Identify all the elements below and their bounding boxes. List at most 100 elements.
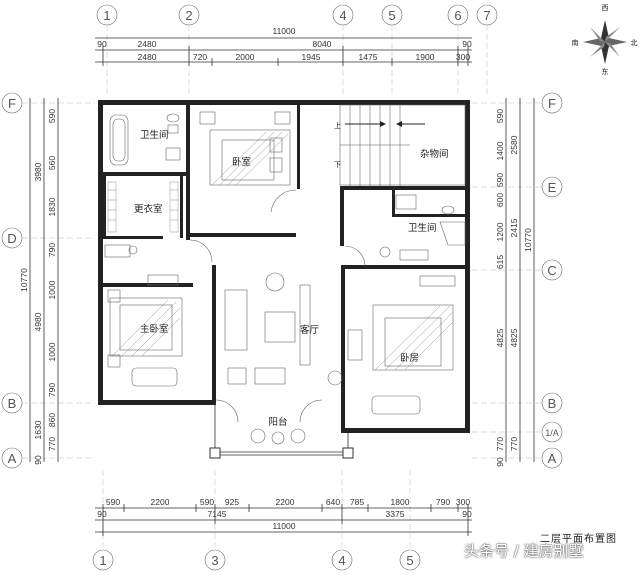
compass-rose: 西 东 南 北 bbox=[572, 4, 638, 76]
axis-label-1A-right: 1/A bbox=[545, 428, 559, 438]
stair-up-label: 上 bbox=[334, 121, 341, 130]
dim-left-inner-4: 1000 bbox=[47, 280, 57, 299]
room-label-bath-right: 卫生间 bbox=[408, 222, 437, 234]
dim-right-inner-0: 590 bbox=[495, 109, 505, 123]
compass-west: 西 bbox=[602, 4, 609, 12]
dim-right-inner-6: 4825 bbox=[495, 328, 505, 347]
dim-left-inner-7: 860 bbox=[47, 413, 57, 427]
balcony-chair-icon bbox=[250, 428, 266, 444]
room-label-bedroom-right: 卧房 bbox=[400, 352, 419, 364]
dim-bot1-4: 2200 bbox=[276, 497, 295, 507]
axis-label-B-left: B bbox=[8, 396, 17, 411]
dim-top2-0: 2480 bbox=[138, 52, 157, 62]
dim-bot1-7: 1800 bbox=[391, 497, 410, 507]
stair-down-label: 下 bbox=[334, 161, 341, 169]
dim-left-outer-0: 3980 bbox=[33, 162, 43, 181]
bed-icon-master bbox=[109, 297, 183, 357]
dim-left-inner-3: 790 bbox=[47, 243, 57, 257]
axis-label-1-top: 1 bbox=[103, 8, 110, 23]
axis-label-D-left: D bbox=[7, 231, 16, 246]
dim-left-inner-8: 1630 bbox=[33, 420, 43, 439]
dim-bot1-8: 790 bbox=[436, 497, 450, 507]
dim-left-inner-10: 90 bbox=[33, 455, 43, 465]
compass-east: 东 bbox=[602, 67, 609, 76]
top-axis-markers: 1 2 4 5 6 7 bbox=[96, 4, 498, 26]
right-dimensions: 590 1400 590 600 1200 615 4825 770 90 25… bbox=[495, 98, 535, 467]
room-label-balcony: 阳台 bbox=[268, 416, 287, 428]
compass-south: 南 bbox=[572, 38, 579, 47]
bottom-dimensions: 590 2200 590 925 2200 640 785 1800 790 3… bbox=[95, 497, 472, 536]
right-axis-markers: F E C B 1/A A bbox=[541, 92, 563, 469]
drawing-title: 二层平面布置图 bbox=[540, 534, 617, 545]
fixtures bbox=[104, 111, 466, 445]
axis-label-3-bottom: 3 bbox=[211, 553, 218, 568]
dim-top1-3: 90 bbox=[462, 39, 472, 49]
coffee-table-icon bbox=[264, 311, 296, 343]
dim-right-inner-5: 615 bbox=[495, 255, 505, 269]
compass-north: 北 bbox=[631, 39, 638, 47]
bed-icon-right bbox=[372, 304, 454, 371]
sink-icon-right bbox=[395, 194, 417, 210]
dim-top1-0: 90 bbox=[97, 39, 107, 49]
dim-bot1-9: 300 bbox=[456, 497, 470, 507]
dim-top2-4: 1475 bbox=[359, 52, 378, 62]
room-label-bath-top: 卫生间 bbox=[140, 129, 169, 141]
axis-label-F-right: F bbox=[548, 96, 556, 111]
dim-right-outer-3: 770 bbox=[509, 437, 519, 451]
axis-label-2-top: 2 bbox=[185, 8, 192, 23]
bed-icon-top bbox=[209, 129, 291, 186]
dim-overall-width-bottom: 11000 bbox=[272, 521, 295, 531]
room-label-bedroom-top: 卧室 bbox=[232, 156, 251, 168]
dim-bot1-6: 785 bbox=[350, 497, 364, 507]
shower-icon bbox=[439, 221, 466, 246]
dim-top1-2: 8040 bbox=[313, 39, 332, 49]
axis-label-5-top: 5 bbox=[388, 8, 395, 23]
dim-right-outer-0: 2580 bbox=[509, 135, 519, 154]
dim-bot2-3: 90 bbox=[462, 509, 472, 519]
dim-bot1-0: 590 bbox=[106, 497, 120, 507]
dim-bot1-1: 2200 bbox=[151, 497, 170, 507]
dim-top2-2: 2000 bbox=[236, 52, 255, 62]
dim-left-inner-2: 1830 bbox=[47, 197, 57, 216]
dim-overall-width-top: 11000 bbox=[272, 26, 295, 36]
dim-right-outer-2: 4825 bbox=[509, 328, 519, 347]
dim-top2-6: 300 bbox=[456, 52, 470, 62]
dim-right-inner-8: 90 bbox=[495, 457, 505, 467]
room-label-living: 客厅 bbox=[300, 324, 320, 336]
toilet-icon bbox=[166, 113, 180, 123]
dim-left-outer-1: 4980 bbox=[33, 312, 43, 331]
axis-label-1-bottom: 1 bbox=[99, 553, 106, 568]
dim-left-inner-6: 790 bbox=[47, 383, 57, 397]
sink-icon bbox=[165, 147, 181, 161]
dim-top1-1: 2480 bbox=[138, 39, 157, 49]
bottom-axis-markers: 1 3 4 5 bbox=[92, 549, 421, 571]
dim-right-inner-7: 770 bbox=[495, 437, 505, 451]
dim-bot2-0: 90 bbox=[97, 509, 107, 519]
wardrobe-shelves-icon bbox=[107, 181, 179, 233]
room-label-master-bedroom: 主卧室 bbox=[140, 323, 169, 335]
compass-icon bbox=[583, 20, 627, 64]
dim-left-inner-0: 590 bbox=[47, 109, 57, 123]
dim-overall-depth-left: 10770 bbox=[19, 268, 29, 292]
bathtub-icon bbox=[109, 114, 129, 166]
dim-bot1-3: 925 bbox=[225, 497, 239, 507]
dim-right-outer-1: 2415 bbox=[509, 218, 519, 237]
dim-right-inner-3: 600 bbox=[495, 193, 505, 207]
axis-label-A-left: A bbox=[8, 451, 17, 466]
staircase: 上 下 bbox=[334, 104, 466, 186]
axis-label-7-top: 7 bbox=[483, 8, 490, 23]
watermark: 头条号 / 建房别墅 bbox=[464, 542, 584, 560]
dim-top2-3: 1945 bbox=[302, 52, 321, 62]
dim-bot2-2: 3375 bbox=[386, 509, 405, 519]
left-dimensions: 10770 3980 4980 590 560 1830 790 1000 10… bbox=[19, 98, 59, 465]
axis-label-E-right: E bbox=[548, 180, 557, 195]
axis-label-B-right: B bbox=[548, 396, 557, 411]
sofa-icon bbox=[224, 289, 248, 351]
dim-left-inner-9: 770 bbox=[47, 437, 57, 451]
dim-left-inner-1: 560 bbox=[47, 156, 57, 170]
toilet-icon-right bbox=[441, 205, 455, 215]
room-label-storage: 杂物间 bbox=[420, 148, 449, 160]
dim-left-inner-5: 1000 bbox=[47, 342, 57, 361]
dim-bot2-1: 7145 bbox=[208, 509, 227, 519]
